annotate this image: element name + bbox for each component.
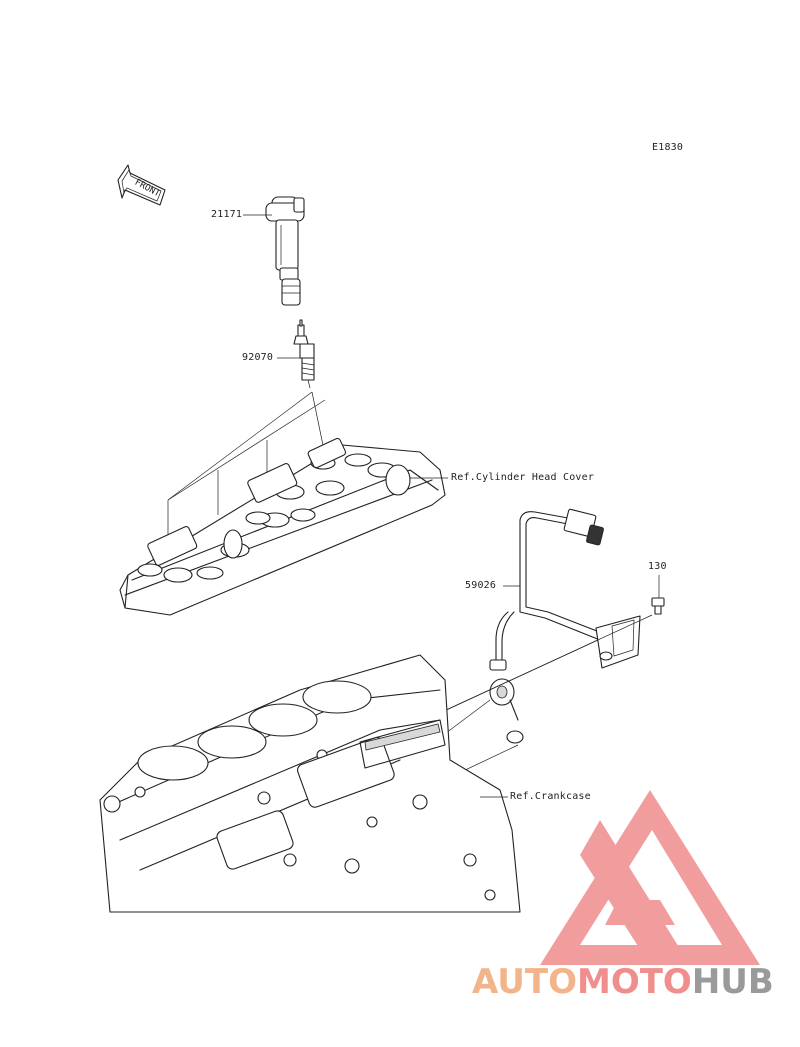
cylinder-head-cover: [119, 437, 446, 616]
watermark-text: AUTOMOTOHUB: [472, 962, 774, 1002]
sensor-harness-part[interactable]: [489, 508, 641, 744]
watermark-part1: AUTO: [472, 962, 577, 1002]
ref-cylinder-head-cover[interactable]: Ref.Cylinder Head Cover: [451, 472, 595, 483]
ignition-coil-part[interactable]: [265, 196, 305, 306]
watermark-part2: MOTO: [576, 962, 692, 1002]
front-arrow-icon: FRONT: [117, 164, 166, 206]
bolt-part[interactable]: [651, 575, 665, 615]
part-label-130[interactable]: 130: [648, 561, 667, 572]
part-label-59026[interactable]: 59026: [465, 580, 497, 591]
alignment-lines: [167, 391, 326, 535]
spark-plug-part[interactable]: [293, 319, 315, 389]
ref-crankcase[interactable]: Ref.Crankcase: [510, 791, 591, 802]
watermark-part3: HUB: [691, 962, 774, 1002]
diagram-code: E1830: [652, 142, 684, 153]
part-label-21171[interactable]: 21171: [211, 209, 243, 220]
crankcase: [99, 654, 521, 913]
part-label-92070[interactable]: 92070: [242, 352, 274, 363]
watermark-logo-icon: [540, 790, 760, 965]
